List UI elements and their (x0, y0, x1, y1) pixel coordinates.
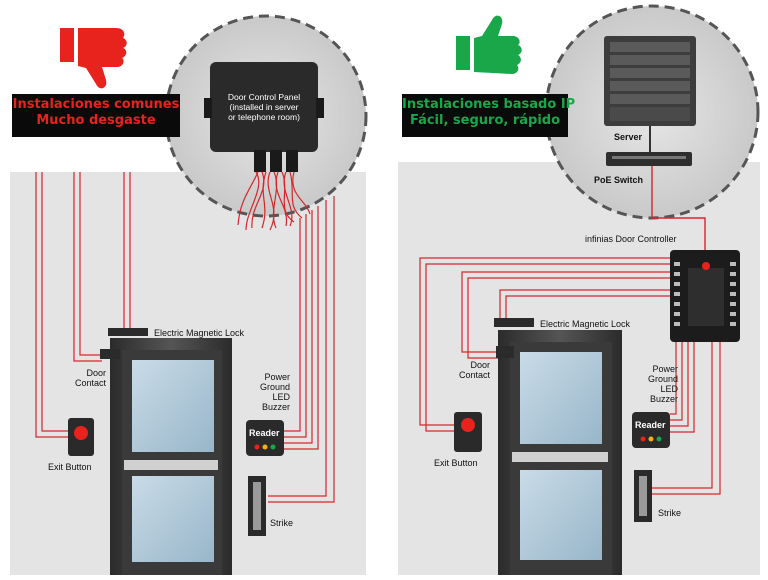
left-tangled-wires (237, 171, 311, 231)
right-lock-label: Electric Magnetic Lock (540, 319, 631, 329)
left-panel (10, 14, 368, 575)
left-strike-label: Strike (270, 518, 294, 528)
thumbs-down-icon (60, 28, 127, 89)
poe-switch-label: PoE Switch (594, 175, 644, 185)
poe-switch (606, 152, 692, 166)
left-magnetic-lock (108, 328, 148, 336)
controller-label: infinias Door Controller (585, 234, 677, 244)
right-wire-buzzer: Buzzer (649, 394, 678, 404)
right-wire-led: LED (660, 384, 678, 394)
left-exit-button (68, 418, 94, 456)
control-panel-label: Door Control Panel (installed in server … (212, 92, 316, 122)
right-strike (634, 470, 652, 522)
right-exit-button (454, 412, 482, 452)
left-wire-ground: Ground (259, 382, 290, 392)
right-banner: Instalaciones basado IP Fácil, seguro, r… (402, 94, 576, 137)
left-door-contact-label-2: Contact (74, 378, 106, 388)
right-door-contact-label-1: Door (470, 360, 490, 370)
control-panel-line3: or telephone room) (228, 112, 300, 122)
right-strike-label: Strike (658, 508, 682, 518)
right-door (498, 330, 622, 575)
left-reader-wires-label: Power Ground LED Buzzer (240, 372, 290, 412)
control-panel-line2: (installed in server (229, 102, 299, 112)
left-strike (248, 476, 266, 536)
left-door (110, 338, 232, 575)
right-exit-button-label: Exit Button (434, 458, 478, 468)
right-reader-label: Reader (635, 420, 666, 430)
infinias-door-controller (670, 250, 740, 342)
server-label: Server (614, 132, 643, 142)
left-door-contact-label: Door Contact (60, 368, 106, 388)
thumbs-up-icon (456, 15, 522, 74)
switch-controller-wire (651, 166, 706, 250)
left-wire-led: LED (272, 392, 290, 402)
left-banner: Instalaciones comunes Mucho desgaste (12, 94, 180, 137)
left-door-contact (100, 349, 120, 359)
server-rack (604, 36, 696, 126)
right-wire-power: Power (652, 364, 678, 374)
right-reader (632, 412, 670, 448)
right-door-contact (496, 346, 514, 358)
right-magnetic-lock (494, 318, 534, 327)
left-exit-button-label: Exit Button (48, 462, 92, 472)
right-banner-line1: Instalaciones basado IP (402, 97, 576, 112)
right-door-contact-label: Door Contact (444, 360, 490, 380)
right-banner-line2: Fácil, seguro, rápido (409, 113, 561, 128)
right-door-contact-label-2: Contact (458, 370, 490, 380)
left-wire-power: Power (264, 372, 290, 382)
control-panel-line1: Door Control Panel (227, 92, 301, 102)
left-lock-label: Electric Magnetic Lock (154, 328, 245, 338)
left-wire-buzzer: Buzzer (261, 402, 290, 412)
right-wire-ground: Ground (647, 374, 678, 384)
left-banner-line1: Instalaciones comunes (12, 97, 180, 112)
right-reader-wires-label: Power Ground LED Buzzer (628, 364, 678, 404)
left-door-contact-label-1: Door (86, 368, 106, 378)
right-room-wires (419, 257, 721, 495)
door-control-panel (204, 62, 324, 172)
left-reader-label: Reader (249, 428, 280, 438)
left-banner-line2: Mucho desgaste (36, 113, 156, 128)
right-panel (398, 4, 760, 575)
left-room-wires (35, 172, 335, 503)
left-reader (246, 420, 284, 456)
